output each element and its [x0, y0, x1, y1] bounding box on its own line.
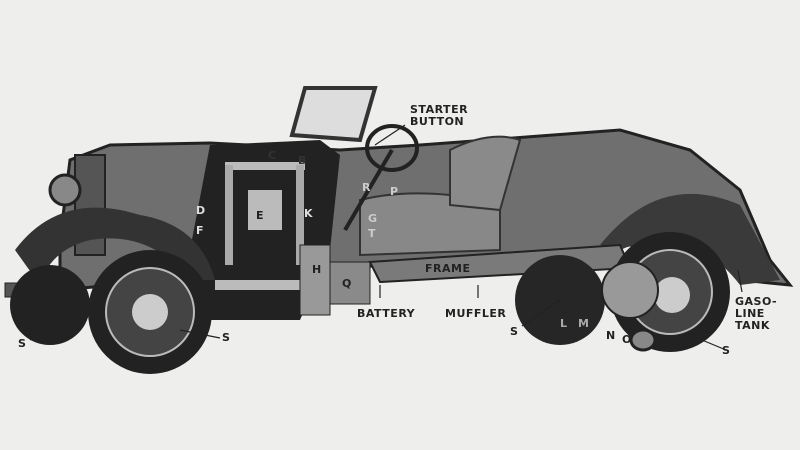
label-l: L — [560, 317, 568, 330]
muffler-label: MUFFLER — [445, 307, 507, 320]
cylinder-head — [225, 162, 305, 170]
label-n: N — [606, 329, 616, 342]
front-fender — [15, 207, 215, 285]
label-m: M — [578, 317, 590, 330]
gearbox-q — [329, 261, 371, 305]
seat-back — [449, 135, 522, 212]
flywheel-h — [299, 244, 331, 316]
differential — [601, 261, 659, 319]
label-h: H — [312, 263, 322, 276]
spare-wheel — [10, 265, 90, 345]
label-b: B — [298, 154, 307, 167]
label-e: E — [256, 209, 265, 222]
label-q: Q — [342, 277, 352, 290]
gasoline-tank-label: GASO-LINE TANK — [735, 295, 778, 332]
crankshaft — [215, 280, 325, 290]
seat — [359, 192, 501, 257]
label-d: D — [196, 204, 206, 217]
frame-label: FRAME — [425, 262, 471, 275]
battery-label: BATTERY — [357, 307, 416, 320]
windshield — [289, 86, 378, 143]
headlamp — [48, 173, 82, 207]
label-p: P — [390, 185, 399, 198]
tailpipe — [629, 328, 657, 352]
label-s-front: S — [222, 331, 231, 344]
label-g: G — [368, 212, 378, 225]
label-s-rear-left: S — [510, 325, 519, 338]
front-wheel — [88, 250, 212, 374]
label-s-spare: S — [18, 337, 27, 350]
label-s-rear-right: S — [722, 344, 731, 357]
steering-wheel — [365, 124, 419, 172]
label-r: R — [362, 181, 371, 194]
label-o: O — [622, 333, 632, 346]
label-t: T — [368, 227, 377, 240]
label-k: K — [304, 207, 314, 220]
cylinder — [248, 190, 282, 230]
starter-button-label: STARTER BUTTON — [410, 103, 469, 128]
label-f: F — [196, 224, 205, 237]
label-c: C — [268, 149, 277, 162]
